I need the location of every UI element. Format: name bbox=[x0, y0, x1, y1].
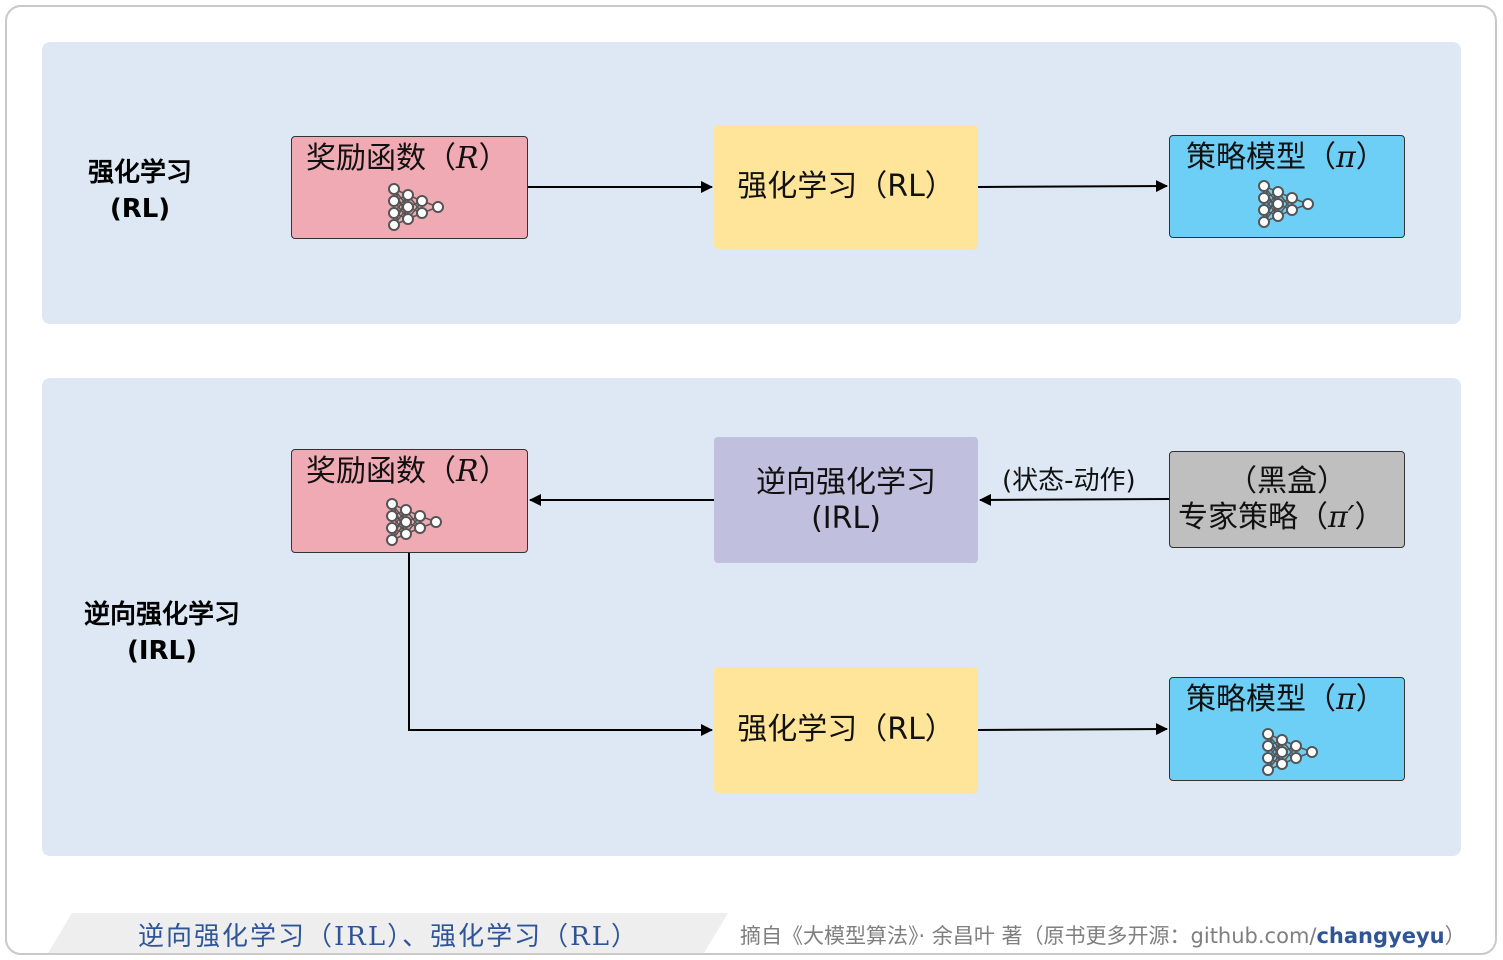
arrow-reward-to-irl-rl bbox=[408, 553, 713, 736]
expert-policy-line1: （黑盒） bbox=[1227, 464, 1347, 499]
rl-label-line2: (RL) bbox=[109, 194, 171, 224]
irl-box-line2: (IRL) bbox=[811, 501, 881, 536]
rl-section-label: 强化学习 (RL) bbox=[60, 155, 220, 227]
policy-model-box: 策略模型（π） bbox=[1169, 135, 1405, 238]
irl-rl-box-label: 强化学习（RL） bbox=[737, 712, 955, 747]
irl-section-label: 逆向强化学习 (IRL) bbox=[62, 597, 262, 669]
arrow-rl-to-policy bbox=[977, 180, 1168, 193]
neural-network-icon bbox=[1258, 180, 1314, 228]
rl-label-line1: 强化学习 bbox=[87, 158, 192, 188]
irl-policy-model-label: 策略模型（π） bbox=[1186, 682, 1386, 717]
expert-policy-line2: 专家策略（π′） bbox=[1178, 500, 1385, 535]
irl-label-line2: (IRL) bbox=[126, 636, 198, 666]
neural-network-icon bbox=[386, 498, 442, 546]
footer-credit: 摘自《大模型算法》· 余昌叶 著（原书更多开源：github.com/chang… bbox=[740, 924, 1466, 948]
irl-policy-model-box: 策略模型（π） bbox=[1169, 677, 1405, 781]
irl-box: 逆向强化学习 (IRL) bbox=[714, 437, 978, 563]
state-action-label: (状态-动作) bbox=[1002, 466, 1136, 496]
reward-function-label: 奖励函数（R） bbox=[306, 141, 509, 176]
neural-network-icon bbox=[1262, 728, 1318, 776]
irl-label-line1: 逆向强化学习 bbox=[83, 600, 240, 630]
footer-title: 逆向强化学习（IRL）、强化学习（RL） bbox=[138, 922, 639, 952]
neural-network-icon bbox=[388, 183, 444, 231]
rl-box-label: 强化学习（RL） bbox=[737, 169, 955, 204]
rl-box: 强化学习（RL） bbox=[714, 125, 978, 249]
reward-function-box: 奖励函数（R） bbox=[291, 136, 528, 239]
irl-reward-function-box: 奖励函数（R） bbox=[291, 449, 528, 553]
irl-box-line1: 逆向强化学习 bbox=[756, 465, 936, 500]
irl-rl-box: 强化学习（RL） bbox=[714, 667, 978, 793]
expert-policy-box: （黑盒） 专家策略（π′） bbox=[1169, 451, 1405, 548]
arrow-irl-rl-to-policy bbox=[977, 723, 1168, 736]
policy-model-label: 策略模型（π） bbox=[1186, 140, 1386, 175]
arrow-expert-to-irl bbox=[979, 493, 1170, 506]
irl-reward-function-label: 奖励函数（R） bbox=[306, 454, 509, 489]
footer-title-band bbox=[48, 913, 728, 953]
